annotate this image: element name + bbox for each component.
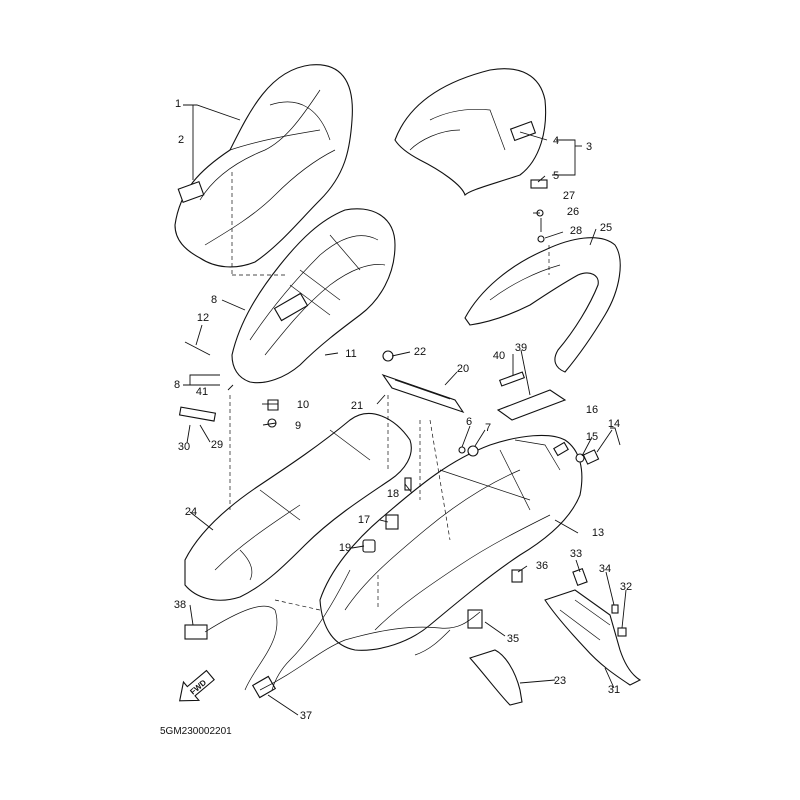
callout-28: 28	[570, 225, 582, 237]
latch-plate-part	[381, 373, 465, 414]
callout-31: 31	[608, 684, 620, 696]
callout-15: 15	[586, 431, 598, 443]
callout-22: 22	[414, 346, 426, 358]
cover-part	[469, 649, 523, 706]
callout-labels: 1 2 3 4 5 6 7 8 8 9 10 11 12 13 14 15 16…	[174, 98, 632, 722]
callout-40: 40	[493, 350, 505, 362]
storage-tray-part	[231, 208, 396, 384]
leader-lines	[183, 104, 627, 716]
callout-4: 4	[553, 135, 559, 147]
callout-37: 37	[300, 710, 312, 722]
callout-24: 24	[185, 506, 197, 518]
callout-16: 16	[586, 404, 598, 416]
rear-fender-part	[184, 413, 412, 601]
callout-17: 17	[358, 514, 370, 526]
callout-34: 34	[599, 563, 611, 575]
callout-21: 21	[351, 400, 363, 412]
callout-1: 1	[175, 98, 181, 110]
assembly-lines	[229, 172, 550, 611]
callout-8b: 8	[174, 379, 180, 391]
callout-23: 23	[554, 675, 566, 687]
callout-13: 13	[592, 527, 604, 539]
callout-41: 41	[196, 386, 208, 398]
callout-12: 12	[197, 312, 209, 324]
callout-11: 11	[345, 348, 356, 360]
callout-33: 33	[570, 548, 582, 560]
cable-parts	[204, 569, 481, 691]
callout-38: 38	[174, 599, 186, 611]
callout-8a: 8	[211, 294, 217, 306]
fwd-arrow-icon: FWD	[179, 669, 215, 702]
callout-18: 18	[387, 488, 399, 500]
callout-20: 20	[457, 363, 469, 375]
callout-35: 35	[507, 633, 519, 645]
label-sheet-part	[496, 389, 567, 421]
callout-5: 5	[553, 170, 559, 182]
callout-9: 9	[295, 420, 301, 432]
callout-36: 36	[536, 560, 548, 572]
callout-25: 25	[600, 222, 612, 234]
rear-carrier-part	[464, 237, 621, 373]
callout-2: 2	[178, 134, 184, 146]
callout-6: 6	[466, 416, 472, 428]
callout-3: 3	[586, 141, 592, 153]
callout-39: 39	[515, 342, 527, 354]
callout-26: 26	[567, 206, 579, 218]
callout-19: 19	[339, 542, 351, 554]
strip-part	[498, 371, 526, 387]
backrest-part	[394, 68, 548, 197]
callout-14: 14	[608, 418, 620, 430]
callout-32: 32	[620, 581, 632, 593]
callout-30: 30	[178, 441, 190, 453]
reference-code: 5GM230002201	[160, 726, 232, 737]
callout-29: 29	[211, 439, 223, 451]
mud-guard-part	[544, 589, 642, 686]
callout-10: 10	[297, 399, 309, 411]
luggage-box-part	[319, 434, 583, 651]
callout-7: 7	[485, 422, 491, 434]
callout-27: 27	[563, 190, 575, 202]
seat-part	[174, 64, 353, 268]
